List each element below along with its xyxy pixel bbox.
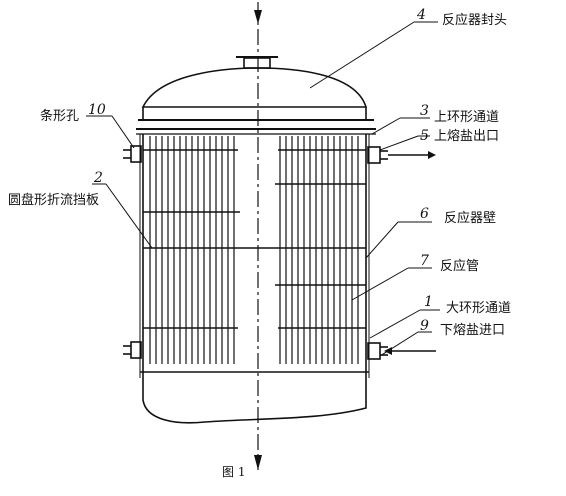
callout-number-baffle: 2 — [93, 170, 103, 186]
reactor-head — [141, 67, 368, 108]
reactor-bottom — [142, 378, 367, 424]
leader-lines — [86, 21, 440, 357]
callout-number-big-ring: 1 — [424, 294, 433, 310]
callout-number-head: 4 — [416, 7, 426, 23]
slot-nozzle-lower-left — [130, 341, 142, 359]
top-nozzle — [243, 57, 271, 69]
figure-caption: 图 1 — [222, 465, 245, 479]
slot-nozzle-upper-left — [130, 145, 142, 163]
callout-number-slot: 10 — [88, 102, 106, 118]
tube-bundle-left — [149, 136, 235, 364]
callout-number-tube: 7 — [420, 253, 429, 269]
callout-number-upper-ring: 3 — [420, 103, 429, 119]
callout-label-wall: 反应器壁 — [444, 210, 496, 226]
callout-label-lower-inlet: 下熔盐进口 — [440, 323, 505, 338]
callout-label-slot: 条形孔 — [40, 108, 79, 124]
callout-label-head: 反应器封头 — [442, 12, 507, 28]
upper-outlet-nozzle — [367, 146, 381, 164]
callout-label-big-ring: 大环形通道 — [446, 301, 511, 316]
callout-number-wall: 6 — [420, 206, 429, 222]
lower-inlet-nozzle — [367, 342, 381, 360]
tube-bundle-right — [279, 136, 359, 364]
callout-label-upper-outlet: 上熔盐出口 — [434, 129, 499, 144]
top-arrow — [254, 10, 262, 24]
callout-number-lower-inlet: 9 — [420, 318, 429, 334]
callout-label-baffle: 圆盘形折流挡板 — [8, 192, 99, 208]
callout-label-tube: 反应管 — [440, 258, 479, 274]
callout-number-upper-outlet: 5 — [420, 128, 429, 144]
bottom-arrow — [254, 455, 262, 470]
callout-label-upper-ring: 上环形通道 — [434, 110, 499, 125]
